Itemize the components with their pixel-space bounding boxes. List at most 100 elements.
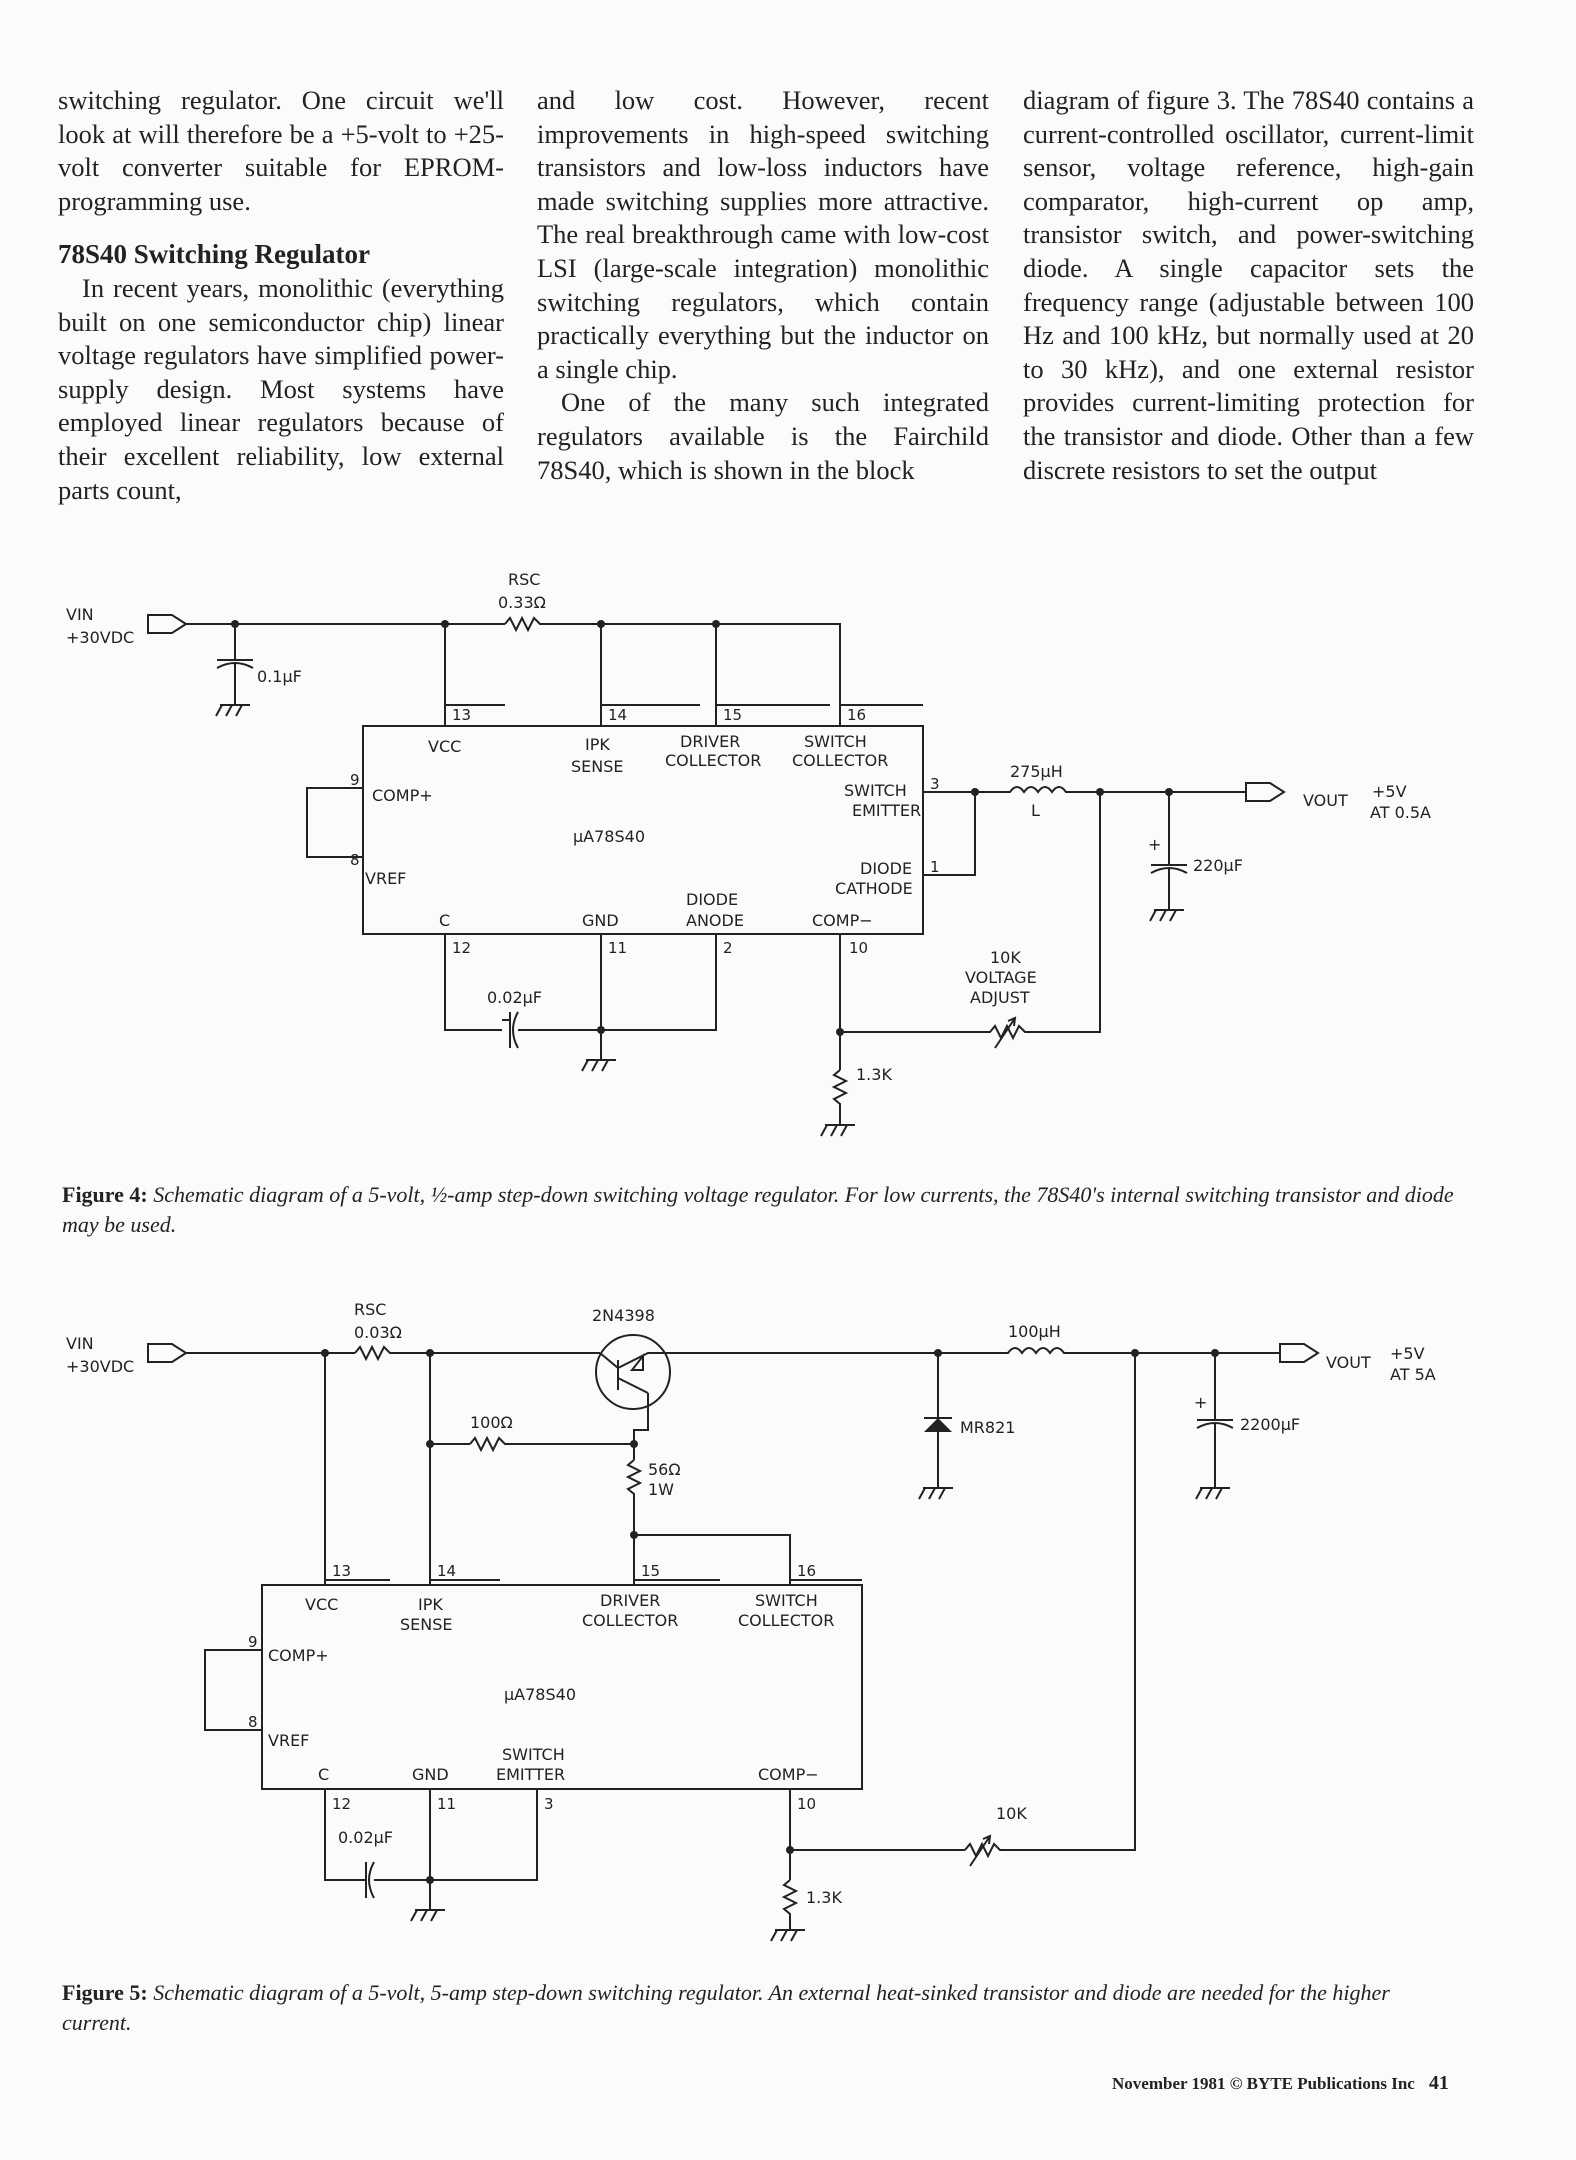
pin-number: 12: [452, 939, 471, 957]
ground-icon: [918, 1487, 953, 1500]
wire: [186, 623, 236, 660]
label: SWITCH: [755, 1591, 818, 1610]
pin-number: 8: [248, 1713, 258, 1731]
inductor: [960, 1347, 1135, 1355]
transistor-2n4398: [595, 1334, 671, 1410]
label: COLLECTOR: [738, 1611, 834, 1630]
paragraph: switching regulator. One circuit we'll l…: [58, 85, 504, 216]
label: C: [439, 911, 450, 930]
label: +5V: [1390, 1344, 1425, 1363]
label: AT 0.5A: [1370, 803, 1431, 822]
label: +5V: [1372, 782, 1407, 801]
label: VCC: [305, 1595, 338, 1614]
ground-icon: [215, 704, 250, 717]
label: SENSE: [400, 1615, 453, 1634]
label: VCC: [428, 737, 461, 756]
label: IPK: [418, 1595, 443, 1614]
pin-number: 13: [332, 1562, 351, 1580]
label: EMITTER: [496, 1765, 565, 1784]
vout-terminal: [1245, 782, 1286, 802]
label: 10K: [990, 948, 1021, 967]
capacitor: [216, 659, 254, 705]
ground-icon: [410, 1909, 445, 1922]
label: +: [1148, 835, 1161, 854]
ground-icon: [820, 1124, 855, 1137]
inductor: [975, 786, 1169, 794]
label: 10K: [996, 1804, 1027, 1823]
label: C: [318, 1765, 329, 1784]
label: 2N4398: [592, 1306, 655, 1325]
label: 0.02μF: [487, 988, 542, 1007]
pin-number: 15: [641, 1562, 660, 1580]
label: VIN: [66, 605, 94, 624]
vout-terminal: [1279, 1343, 1320, 1363]
pin-number: 15: [723, 706, 742, 724]
label: RSC: [508, 570, 540, 589]
label: DIODE: [686, 890, 738, 909]
label: 0.02μF: [338, 1828, 393, 1847]
pin-number: 16: [797, 1562, 816, 1580]
resistor: [625, 1459, 643, 1535]
text-column-3: diagram of figure 3. The 78S40 contains …: [1023, 84, 1474, 487]
pin-number: 10: [797, 1795, 816, 1813]
label: 0.03Ω: [354, 1323, 402, 1342]
text-column-1: switching regulator. One circuit we'll l…: [58, 84, 504, 507]
label: 1.3K: [806, 1888, 842, 1907]
ground-icon: [1195, 1487, 1230, 1500]
label: COLLECTOR: [792, 751, 888, 770]
paragraph: One of the many such integrated regulato…: [537, 387, 989, 485]
capacitor: [1150, 792, 1188, 910]
label: COMP+: [372, 786, 433, 805]
label: GND: [582, 911, 619, 930]
pin-number: 14: [437, 1562, 456, 1580]
label: DRIVER: [680, 732, 740, 751]
label: VIN: [66, 1334, 94, 1353]
label: SENSE: [571, 757, 624, 776]
resistor: [831, 1069, 849, 1125]
pin-number: 8: [350, 851, 360, 869]
label: 2200μF: [1240, 1415, 1300, 1434]
label: μA78S40: [573, 827, 645, 846]
pin-number: 11: [608, 939, 627, 957]
resistor: [469, 1435, 634, 1453]
pin-number: 12: [332, 1795, 351, 1813]
label: 0.33Ω: [498, 593, 546, 612]
label: IPK: [585, 735, 610, 754]
label: +: [1194, 1393, 1207, 1412]
label: RSC: [354, 1300, 386, 1319]
label: 220μF: [1193, 856, 1243, 875]
pin-number: 13: [452, 706, 471, 724]
label: SWITCH: [804, 732, 867, 751]
resistor: [781, 1879, 799, 1930]
ground-icon: [1149, 909, 1184, 922]
paragraph: and low cost. However, recent improvemen…: [537, 85, 989, 384]
pin-number: 9: [350, 771, 360, 789]
rsc-resistor: [504, 615, 841, 705]
label: EMITTER: [852, 801, 921, 820]
paragraph: In recent years, monolithic (everything …: [58, 272, 504, 505]
label: COMP−: [758, 1765, 819, 1784]
label: 1W: [648, 1480, 674, 1499]
vin-terminal: [147, 1343, 188, 1363]
pin-number: 14: [608, 706, 627, 724]
label: AT 5A: [1390, 1365, 1436, 1384]
label: 100Ω: [470, 1413, 513, 1432]
label: VOLTAGE: [965, 968, 1037, 987]
paragraph: diagram of figure 3. The 78S40 contains …: [1023, 85, 1474, 485]
section-heading: 78S40 Switching Regulator: [58, 239, 371, 270]
label: +30VDC: [66, 628, 134, 647]
page-number: 41: [1428, 2072, 1449, 2094]
label: μA78S40: [504, 1685, 576, 1704]
label: 275μH: [1010, 762, 1063, 781]
label: GND: [412, 1765, 449, 1784]
capacitor: [502, 1011, 601, 1049]
label: VREF: [365, 869, 406, 888]
label: DRIVER: [600, 1591, 660, 1610]
potentiometer: [840, 1023, 1040, 1041]
label: 100μH: [1008, 1322, 1061, 1341]
pin-number: 1: [930, 858, 940, 876]
label: 0.1μF: [257, 667, 302, 686]
pin-number: 11: [437, 1795, 456, 1813]
label: 1.3K: [856, 1065, 892, 1084]
